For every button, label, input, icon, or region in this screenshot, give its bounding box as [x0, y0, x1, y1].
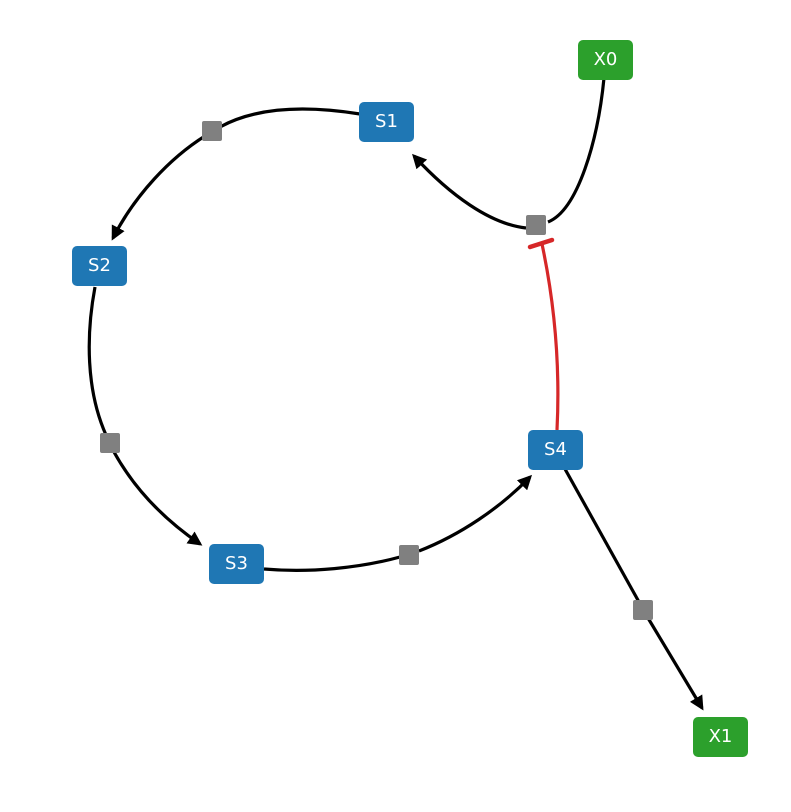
edge-j2-to-s3: [112, 451, 203, 546]
node-s2[interactable]: S2: [72, 246, 127, 286]
reaction-node-j3[interactable]: [399, 545, 419, 565]
reaction-node-j4[interactable]: [633, 600, 653, 620]
edge-j4-to-x1: [646, 617, 704, 711]
node-x0-label: X0: [594, 49, 618, 70]
species-nodes: X0 S1 S2 S3 S4 X1: [72, 40, 748, 757]
edge-s4-to-j4: [563, 468, 641, 603]
reaction-nodes: [100, 121, 653, 620]
reaction-node-j1[interactable]: [202, 121, 222, 141]
reaction-node-j0[interactable]: [526, 215, 546, 235]
node-x0[interactable]: X0: [578, 40, 633, 80]
edges: [87, 77, 704, 711]
edge-s2-to-j2: [87, 286, 108, 436]
edge-j1-to-s2: [111, 134, 206, 241]
inhibition-bar: [527, 237, 555, 250]
node-s2-label: S2: [88, 255, 111, 276]
edge-j3-to-s4: [418, 474, 533, 553]
edge-s3-to-j3: [263, 555, 401, 572]
inhibition-edge-s4-to-j0: [540, 243, 560, 431]
reaction-node-j2[interactable]: [100, 433, 120, 453]
node-s3-label: S3: [225, 553, 248, 574]
edge-x0-to-j0: [547, 77, 606, 224]
edge-j0-to-s1: [412, 153, 527, 230]
node-x1-label: X1: [709, 726, 733, 747]
edge-s1-to-j1: [219, 107, 361, 129]
node-s3[interactable]: S3: [209, 544, 264, 584]
node-s4-label: S4: [544, 439, 567, 460]
node-s4[interactable]: S4: [528, 430, 583, 470]
node-s1[interactable]: S1: [359, 102, 414, 142]
node-x1[interactable]: X1: [693, 717, 748, 757]
node-s1-label: S1: [375, 111, 398, 132]
